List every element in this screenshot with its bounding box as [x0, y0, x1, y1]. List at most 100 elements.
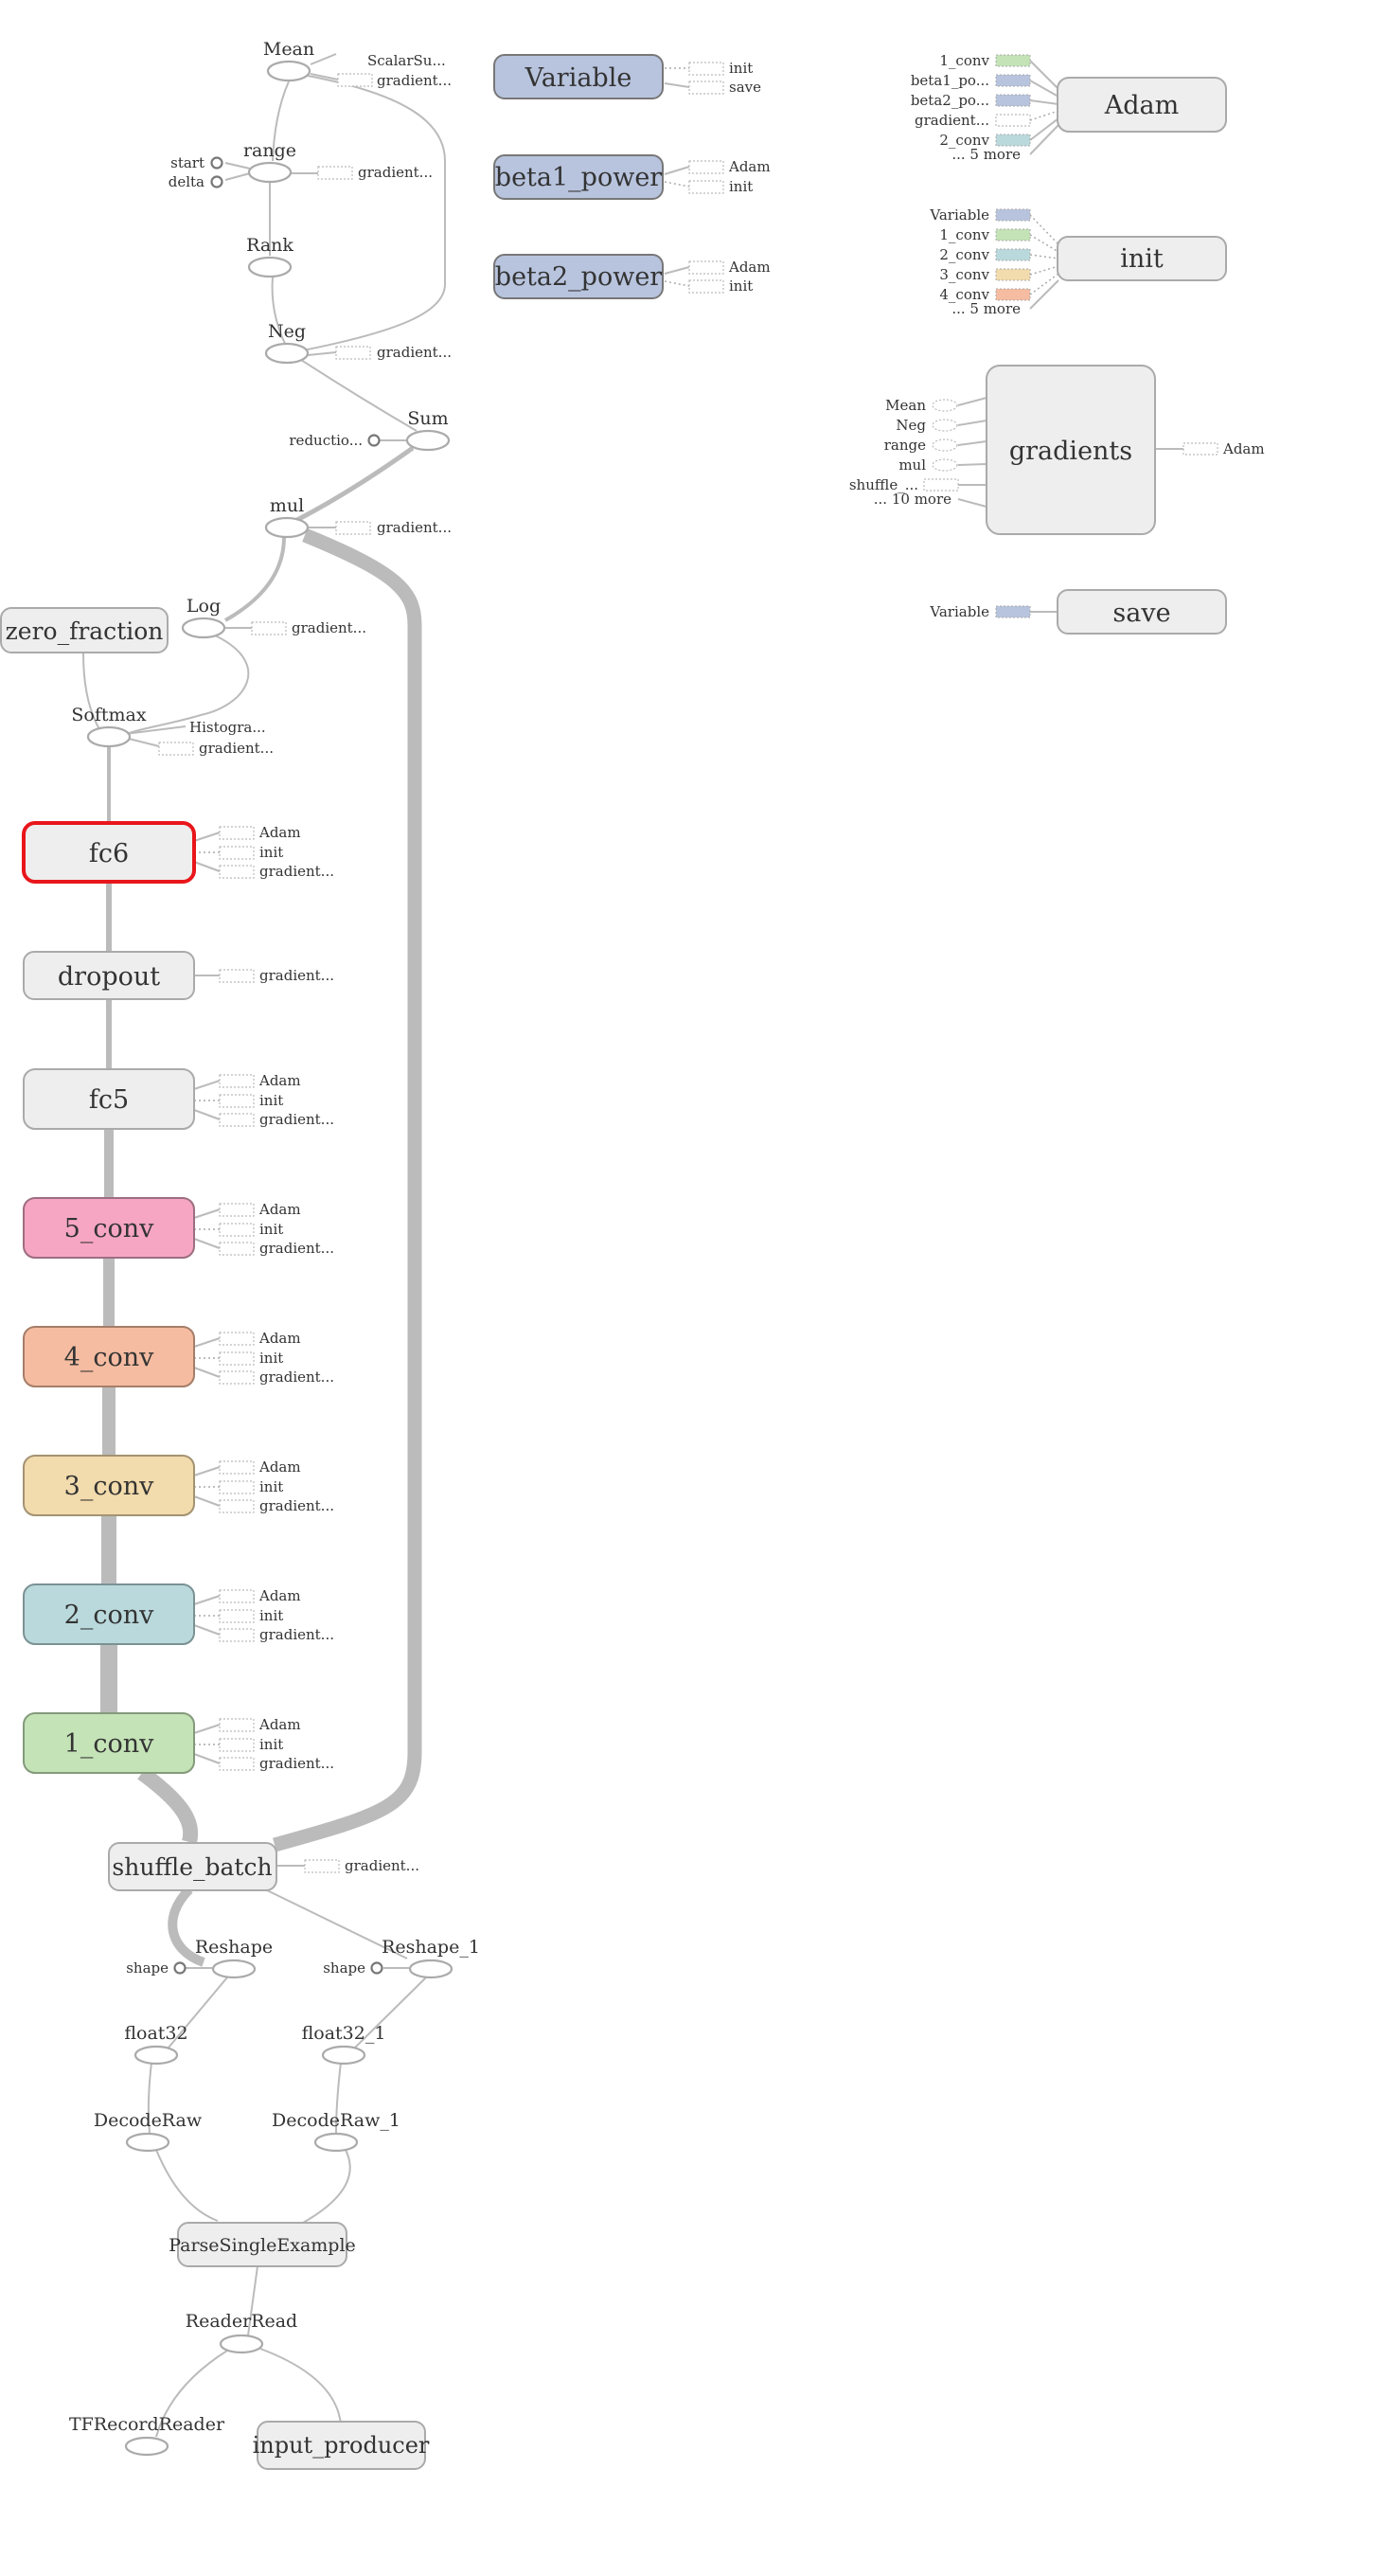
- adam-stub[interactable]: [219, 1718, 255, 1732]
- gradients-input-label: mul: [898, 456, 926, 474]
- conv2-input-stub[interactable]: [995, 134, 1031, 147]
- conv4-group[interactable]: 4_conv: [23, 1326, 195, 1387]
- init-stub[interactable]: [688, 180, 724, 194]
- gradient-stub[interactable]: [304, 1859, 340, 1873]
- dropout-group[interactable]: dropout: [23, 951, 195, 1000]
- gradient-stub[interactable]: [335, 521, 371, 535]
- adam-stub[interactable]: [219, 1074, 255, 1088]
- reduction-constant[interactable]: [367, 434, 381, 447]
- zero-fraction-group[interactable]: zero_fraction: [0, 607, 169, 653]
- conv2-label: 2_conv: [64, 1601, 154, 1630]
- log-node[interactable]: Log: [181, 596, 226, 639]
- reshape-node[interactable]: Reshape: [195, 1937, 273, 1979]
- init-stub[interactable]: [219, 846, 255, 860]
- decode-raw-node[interactable]: DecodeRaw: [94, 2110, 203, 2153]
- gradient-stub[interactable]: [219, 1628, 255, 1642]
- adam-group[interactable]: Adam: [1057, 77, 1227, 133]
- gradient-input-stub[interactable]: [995, 114, 1031, 127]
- variable-input-stub[interactable]: [995, 605, 1031, 618]
- shape-constant[interactable]: [173, 1961, 187, 1975]
- gradients-more-label[interactable]: ... 10 more: [874, 491, 951, 508]
- fc6-group[interactable]: fc6: [22, 821, 196, 884]
- conv1-input-stub[interactable]: [995, 54, 1031, 67]
- beta1-input-stub[interactable]: [995, 74, 1031, 87]
- save-stub[interactable]: [688, 80, 724, 95]
- delta-constant[interactable]: [210, 175, 223, 188]
- adam-more-label[interactable]: ... 5 more: [951, 146, 1021, 163]
- init-stub[interactable]: [219, 1480, 255, 1494]
- gradient-stub[interactable]: [158, 742, 194, 756]
- init-stub[interactable]: [688, 279, 724, 294]
- gradient-stub[interactable]: [251, 621, 287, 635]
- gradient-stub[interactable]: [219, 969, 255, 983]
- rank-node[interactable]: Rank: [246, 235, 293, 278]
- shape-constant[interactable]: [370, 1961, 383, 1975]
- adam-stub[interactable]: [688, 160, 724, 174]
- init-stub[interactable]: [688, 62, 724, 76]
- start-constant[interactable]: [210, 156, 223, 170]
- gradient-stub[interactable]: [219, 1757, 255, 1771]
- input-producer-group[interactable]: input_producer: [253, 2421, 430, 2470]
- fc5-group[interactable]: fc5: [23, 1068, 195, 1130]
- init-group[interactable]: init: [1057, 236, 1227, 281]
- conv1-input-stub[interactable]: [995, 228, 1031, 242]
- init-stub[interactable]: [219, 1094, 255, 1108]
- adam-stub[interactable]: [688, 260, 724, 275]
- init-more-label[interactable]: ... 5 more: [951, 300, 1021, 317]
- mul-input-stub[interactable]: [932, 458, 958, 472]
- parse-single-example-group[interactable]: ParseSingleExample: [169, 2222, 356, 2267]
- conv2-input-stub[interactable]: [995, 248, 1031, 261]
- variable-input-stub[interactable]: [995, 208, 1031, 222]
- mean-node[interactable]: Mean: [263, 39, 314, 82]
- sum-node[interactable]: Sum: [405, 408, 451, 452]
- beta2-input-stub[interactable]: [995, 94, 1031, 107]
- shuffle-batch-group[interactable]: shuffle_batch: [108, 1842, 277, 1891]
- adam-stub[interactable]: [1183, 442, 1218, 456]
- init-label: init: [259, 1350, 283, 1367]
- float32-node[interactable]: float32: [124, 2023, 188, 2066]
- init-stub[interactable]: [219, 1351, 255, 1366]
- adam-stub[interactable]: [219, 1460, 255, 1475]
- init-stub[interactable]: [219, 1223, 255, 1237]
- mul-node[interactable]: mul: [264, 495, 310, 539]
- range-node[interactable]: range: [243, 140, 296, 184]
- gradient-stub[interactable]: [219, 1499, 255, 1513]
- adam-stub[interactable]: [219, 1589, 255, 1603]
- reader-read-node[interactable]: ReaderRead: [186, 2311, 297, 2354]
- softmax-node[interactable]: Softmax: [71, 705, 147, 748]
- conv3-group[interactable]: 3_conv: [23, 1455, 195, 1516]
- gradient-stub[interactable]: [317, 166, 353, 180]
- variable-group[interactable]: Variable: [493, 54, 664, 99]
- conv5-group[interactable]: 5_conv: [23, 1197, 195, 1259]
- gradient-stub[interactable]: [335, 346, 371, 360]
- adam-stub[interactable]: [219, 1332, 255, 1346]
- conv1-group[interactable]: 1_conv: [23, 1712, 195, 1774]
- adam-stub[interactable]: [219, 826, 255, 840]
- gradient-stub[interactable]: [219, 1113, 255, 1127]
- conv2-group[interactable]: 2_conv: [23, 1583, 195, 1645]
- init-stub[interactable]: [219, 1609, 255, 1623]
- init-stub[interactable]: [219, 1738, 255, 1752]
- neg-input-stub[interactable]: [932, 419, 958, 432]
- save-input-label: Variable: [929, 603, 989, 620]
- neg-node[interactable]: Neg: [264, 321, 310, 365]
- beta1-power-group[interactable]: beta1_power: [493, 154, 664, 200]
- reshape-1-node[interactable]: Reshape_1: [382, 1937, 480, 1979]
- gradient-stub[interactable]: [219, 1242, 255, 1256]
- gradients-group[interactable]: gradients: [986, 365, 1156, 535]
- gradient-stub[interactable]: [219, 1370, 255, 1385]
- tfrecord-reader-node[interactable]: TFRecordReader: [69, 2414, 225, 2457]
- range-input-stub[interactable]: [932, 438, 958, 452]
- conv4-input-stub[interactable]: [995, 288, 1031, 301]
- adam-stub[interactable]: [219, 1203, 255, 1217]
- conv3-input-stub[interactable]: [995, 268, 1031, 281]
- float32-1-node[interactable]: float32_1: [302, 2023, 386, 2066]
- shuffle-input-stub[interactable]: [923, 478, 959, 492]
- gradient-stub[interactable]: [219, 865, 255, 879]
- beta2-power-group[interactable]: beta2_power: [493, 254, 664, 299]
- mean-input-stub[interactable]: [932, 399, 958, 412]
- decode-raw-1-node[interactable]: DecodeRaw_1: [272, 2110, 400, 2153]
- gradient-stub[interactable]: [337, 73, 373, 87]
- save-group[interactable]: save: [1057, 589, 1227, 635]
